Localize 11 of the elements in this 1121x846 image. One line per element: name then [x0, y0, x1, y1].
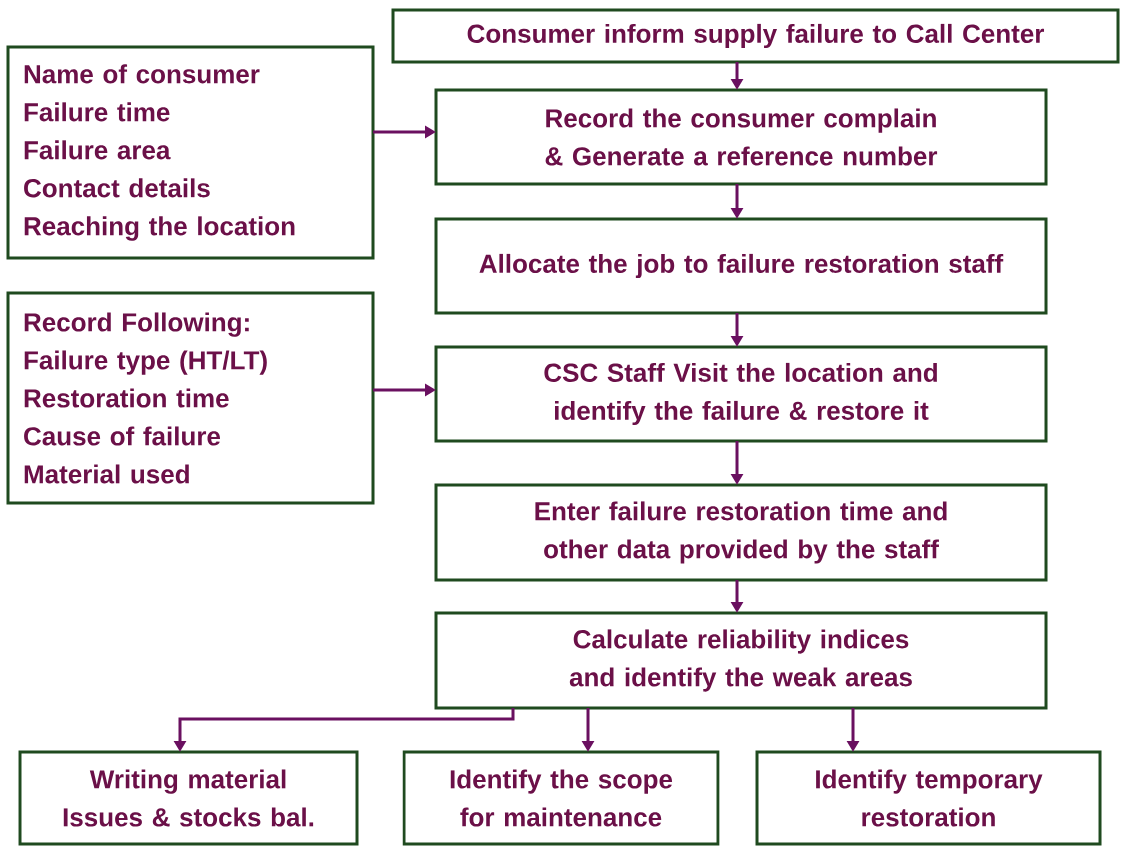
list-box: Name of consumer Failure time Failure area Contact details Reaching the location [6, 45, 375, 260]
process-box: Record the consumer complain & Generate a reference number [434, 88, 1048, 186]
process-box: Consumer inform supply failure to Call Center [391, 8, 1120, 64]
process-box: Writing material Issues & stocks bal. [18, 750, 359, 846]
process-box: Calculate reliability indices and identify the weak areas [434, 611, 1048, 710]
process-box: Identify temporary restoration [755, 750, 1102, 846]
list-box: Record Following: Failure type (HT/LT) Restoration time Cause of failure Material used [6, 291, 375, 505]
process-box: Identify the scope for maintenance [402, 750, 720, 846]
process-box: Allocate the job to failure restoration staff [434, 217, 1048, 315]
process-box: Enter failure restoration time and other data provided by the staff [434, 483, 1048, 582]
process-box: CSC Staff Visit the location and identify the failure & restore it [434, 345, 1048, 443]
